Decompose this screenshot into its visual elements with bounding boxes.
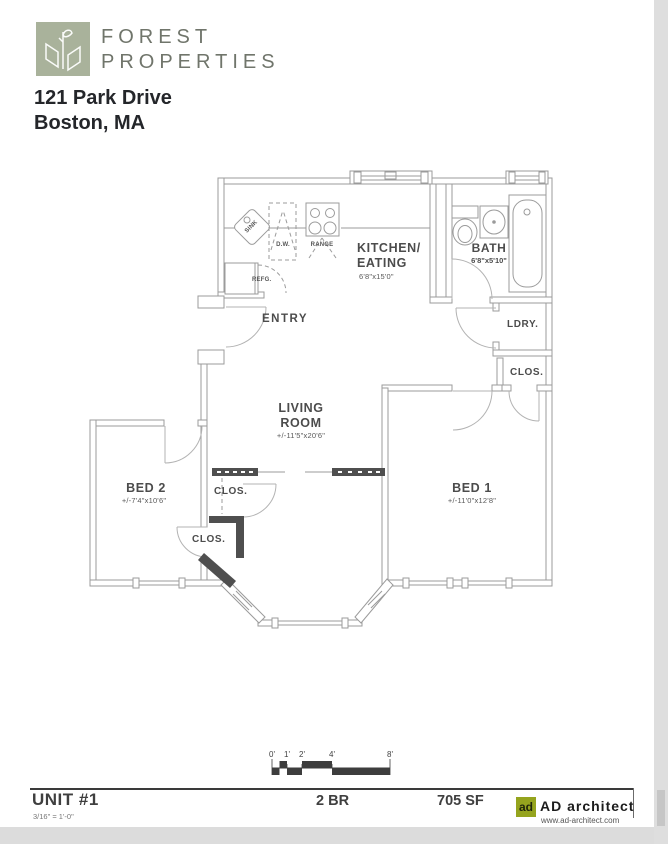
refrigerator-door	[226, 264, 287, 299]
bed1-label: BED 1	[452, 481, 492, 495]
scale-note: 3/16" = 1'-0"	[33, 812, 74, 821]
bath-door	[451, 258, 493, 300]
scale-tick-0: 0'	[269, 750, 275, 759]
window-bay-bath	[505, 170, 549, 185]
architect-site: www.ad-architect.com	[541, 816, 620, 825]
scale-tick-4: 4'	[329, 750, 335, 759]
closet-a-door	[242, 483, 277, 518]
refrigerator-icon	[224, 262, 259, 295]
dishwasher-label: D.W.	[276, 242, 290, 248]
bed1-windows	[402, 577, 513, 589]
bay-window	[232, 590, 386, 629]
forest-properties-logo	[36, 22, 90, 76]
laundry-label: LDRY.	[507, 319, 539, 330]
bottom-page-edge	[0, 827, 668, 844]
architect-name: AD architect	[540, 798, 635, 814]
architect-box-edge	[633, 788, 634, 818]
unit-label: UNIT #1	[32, 790, 99, 809]
kitchen-label-line2: EATING	[357, 256, 407, 270]
bed2-window	[132, 577, 186, 589]
closet-bed1-label: CLOS.	[510, 367, 544, 378]
bath-dims: 6'8"x5'10"	[471, 256, 507, 265]
vanity-sink-icon	[479, 205, 509, 239]
right-scroll-strip[interactable]	[654, 0, 668, 844]
brand-line1: FOREST	[101, 26, 213, 48]
living-label-line1: LIVING	[278, 401, 324, 415]
sink-icon	[234, 209, 270, 245]
bed2-label: BED 2	[126, 481, 166, 495]
closet-b-label: CLOS.	[192, 534, 226, 545]
range-label: RANGE	[310, 242, 334, 248]
kitchen-label-line1: KITCHEN/	[357, 241, 421, 255]
bed2-dims: +/-7'4"x10'6"	[121, 496, 167, 505]
door-swings	[164, 258, 540, 558]
area-label: 705 SF	[437, 793, 484, 809]
entry-door	[225, 306, 267, 348]
bed1-door	[452, 390, 493, 431]
range-icon	[305, 202, 340, 259]
scale-tick-8: 8'	[387, 750, 393, 759]
scale-bar	[271, 759, 391, 775]
architect-logo: ad	[516, 797, 536, 817]
address-line2: Boston, MA	[34, 112, 146, 134]
bath-fixtures	[451, 194, 547, 293]
address-line1: 121 Park Drive	[34, 87, 172, 109]
laundry-door	[455, 307, 497, 349]
bedroom-count: 2 BR	[316, 793, 350, 809]
windows	[132, 577, 513, 629]
window-bay-kitchen	[349, 170, 433, 185]
toilet-icon	[451, 205, 479, 246]
closet-a-label: CLOS.	[214, 486, 248, 497]
bed2-door	[164, 425, 203, 464]
entry-label: ENTRY	[262, 313, 309, 325]
closet-bed1-door	[508, 390, 540, 422]
kitchen-fixtures	[224, 202, 430, 295]
walls	[89, 170, 553, 627]
tree-icon	[45, 29, 81, 72]
living-label-line2: ROOM	[280, 416, 322, 430]
bathtub-icon	[508, 194, 547, 293]
architect-abbr: ad	[518, 800, 533, 814]
living-dims: +/-11'5"x20'6"	[276, 431, 326, 440]
footer-divider	[30, 788, 634, 790]
scale-tick-2: 2'	[299, 750, 305, 759]
bed1-dims: +/-11'0"x12'8"	[447, 496, 497, 505]
scale-tick-1: 1'	[284, 750, 290, 759]
refrigerator-label: REFG.	[252, 277, 272, 283]
brand-line2: PROPERTIES	[101, 51, 280, 73]
bath-label: BATH	[471, 241, 507, 255]
scrollbar-thumb[interactable]	[657, 790, 665, 826]
new-wall-accents	[198, 468, 385, 588]
dishwasher-icon	[268, 202, 297, 261]
kitchen-dims: 6'8"x15'0"	[359, 272, 394, 281]
